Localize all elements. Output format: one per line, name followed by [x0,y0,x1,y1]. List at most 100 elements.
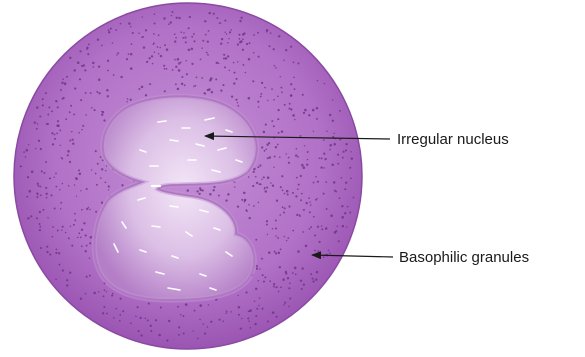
granule-dot [55,173,57,175]
granule-dot [277,109,279,111]
granule-dot [36,128,38,130]
granule-dot [210,77,213,80]
granule-dot [145,94,147,96]
granule-dot [153,33,155,35]
granule-dot [59,189,61,191]
granule-dot [269,45,271,47]
granule-dot [35,148,36,149]
granule-dot [104,289,106,291]
granule-dot [145,29,147,31]
granule-dot [221,38,223,40]
granule-dot [73,113,75,115]
granule-dot [286,240,287,241]
granule-dot [314,234,316,236]
granule-dot [49,177,51,179]
granule-dot [304,145,305,146]
granule-dot [120,76,122,78]
granule-dot [235,99,237,101]
granule-dot [257,166,259,168]
granule-dot [88,207,89,208]
granule-dot [116,54,117,55]
granule-dot [52,236,54,238]
granule-dot [47,114,49,116]
granule-dot [353,197,355,199]
granule-dot [325,227,328,230]
granule-dot [200,59,202,61]
granule-dot [292,272,294,274]
granule-dot [43,172,45,174]
granule-dot [288,205,290,207]
granule-dot [345,143,347,145]
granule-dot [256,308,258,310]
granule-dot [139,317,141,319]
granule-dot [62,269,64,271]
granule-dot [259,297,261,299]
granule-dot [45,161,47,163]
granule-dot [47,123,49,125]
granule-dot [255,315,257,317]
granule-dot [207,326,209,328]
granule-dot [72,143,74,145]
granule-dot [40,247,42,249]
granule-dot [252,185,254,187]
granule-dot [151,55,153,57]
granule-dot [266,187,268,189]
granule-dot [85,234,87,236]
granule-dot [271,120,273,122]
granule-dot [108,189,109,190]
granule-dot [29,190,32,193]
granule-dot [176,17,178,19]
granule-dot [95,211,97,213]
granule-dot [290,108,292,110]
granule-dot [349,167,351,169]
granule-dot [288,306,290,308]
granule-dot [224,31,225,32]
granule-dot [268,251,271,254]
granule-dot [101,111,102,112]
granule-dot [280,286,282,288]
granule-dot [67,150,70,153]
granule-dot [51,110,53,112]
granule-dot [225,57,227,59]
granule-dot [91,169,92,170]
granule-dot [313,280,315,282]
granule-dot [317,250,319,252]
granule-dot [237,205,239,207]
granule-dot [316,107,319,110]
granule-dot [90,236,93,239]
granule-dot [289,297,291,299]
granule-dot [46,197,48,199]
granule-dot [73,224,75,226]
granule-dot [299,216,301,218]
granule-dot [174,40,176,42]
granule-dot [344,212,346,214]
granule-dot [66,76,68,78]
granule-dot [274,156,276,158]
granule-dot [257,101,259,103]
granule-dot [163,65,165,67]
granule-dot [295,195,297,197]
granule-dot [189,16,191,18]
granule-dot [154,52,155,53]
granule-dot [329,252,331,254]
granule-dot [164,44,166,46]
granule-dot [93,292,96,295]
granule-dot [226,310,228,312]
granule-dot [273,286,275,288]
granule-dot [284,193,286,195]
granule-dot [272,184,274,186]
granule-dot [107,70,109,72]
granule-dot [177,88,180,91]
granule-dot [309,211,311,213]
granule-dot [106,89,109,92]
granule-dot [288,162,290,164]
granule-dot [326,131,328,133]
granule-dot [281,175,283,177]
granule-dot [186,73,188,75]
granule-dot [88,43,90,45]
granule-dot [215,78,217,80]
granule-dot [117,52,119,54]
granule-dot [297,250,300,253]
granule-dot [301,193,303,195]
granule-dot [185,60,187,62]
